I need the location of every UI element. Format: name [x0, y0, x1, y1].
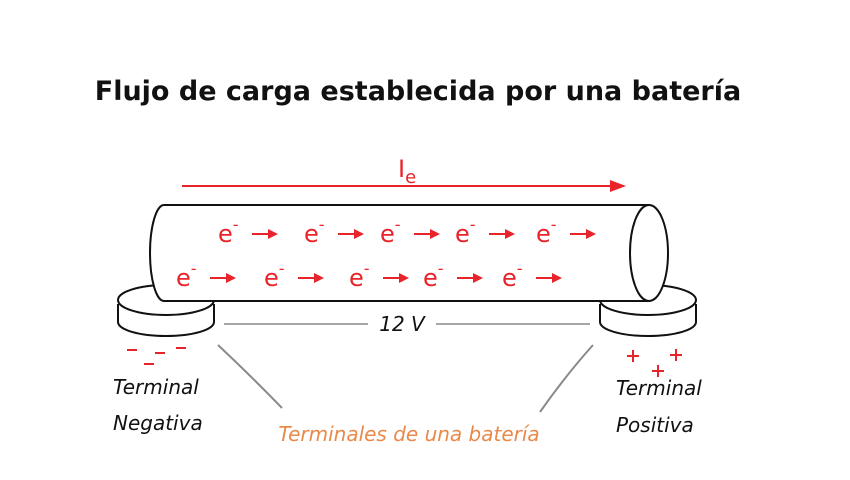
caption-pointer-lines	[217, 344, 594, 413]
electron-arrow-icon	[210, 273, 236, 283]
svg-text:e-: e-	[349, 259, 370, 292]
electron-4: e-	[455, 215, 515, 248]
electron-5: e-	[536, 215, 596, 248]
electron-7: e-	[264, 259, 324, 292]
minus-sign	[155, 352, 165, 354]
svg-text:e-: e-	[423, 259, 444, 292]
svg-text:e-: e-	[176, 259, 197, 292]
electron-arrow-icon	[338, 229, 364, 239]
voltage-indicator: 12 V	[224, 312, 590, 336]
plus-sign	[652, 365, 664, 377]
positive-terminal-label: Terminal	[616, 376, 702, 400]
terminals-caption: Terminales de una batería	[278, 422, 539, 446]
current-subscript: e	[405, 167, 416, 188]
electron-arrow-icon	[383, 273, 409, 283]
current-arrow	[182, 180, 626, 192]
svg-text:e-: e-	[455, 215, 476, 248]
electron-8: e-	[349, 259, 409, 292]
negative-terminal-label: Terminal	[113, 375, 199, 399]
electron-arrow-icon	[414, 229, 440, 239]
electron-arrow-icon	[457, 273, 483, 283]
electron-10: e-	[502, 259, 562, 292]
electron-arrow-icon	[570, 229, 596, 239]
minus-sign	[127, 349, 137, 351]
negative-charge-signs	[127, 347, 186, 365]
svg-text:e-: e-	[264, 259, 285, 292]
electron-arrow-icon	[298, 273, 324, 283]
electron-2: e-	[304, 215, 364, 248]
current-label: Ie	[398, 155, 416, 188]
minus-sign	[176, 347, 186, 349]
svg-text:e-: e-	[536, 215, 557, 248]
plus-sign	[670, 349, 682, 361]
electron-arrow-icon	[489, 229, 515, 239]
positive-terminal-label-line2: Positiva	[616, 413, 694, 437]
svg-text:e-: e-	[218, 215, 239, 248]
electron-row-top: e- e- e- e- e-	[218, 215, 596, 248]
diagram-title: Flujo de carga establecida por una bater…	[95, 76, 741, 107]
svg-text:e-: e-	[304, 215, 325, 248]
plus-sign	[627, 350, 639, 362]
electron-3: e-	[380, 215, 440, 248]
svg-text:e-: e-	[380, 215, 401, 248]
voltage-label: 12 V	[379, 312, 426, 336]
minus-sign	[144, 363, 154, 365]
positive-charge-signs	[627, 349, 682, 377]
svg-text:e-: e-	[502, 259, 523, 292]
electron-row-bottom: e- e- e- e- e-	[176, 259, 562, 292]
electron-1: e-	[218, 215, 278, 248]
electron-6: e-	[176, 259, 236, 292]
electron-arrow-icon	[536, 273, 562, 283]
electron-9: e-	[423, 259, 483, 292]
current-symbol: I	[398, 155, 405, 183]
positive-terminal-disc	[599, 284, 697, 337]
negative-terminal-label-line2: Negativa	[113, 411, 203, 435]
electron-arrow-icon	[252, 229, 278, 239]
conductor-wire	[149, 204, 669, 302]
